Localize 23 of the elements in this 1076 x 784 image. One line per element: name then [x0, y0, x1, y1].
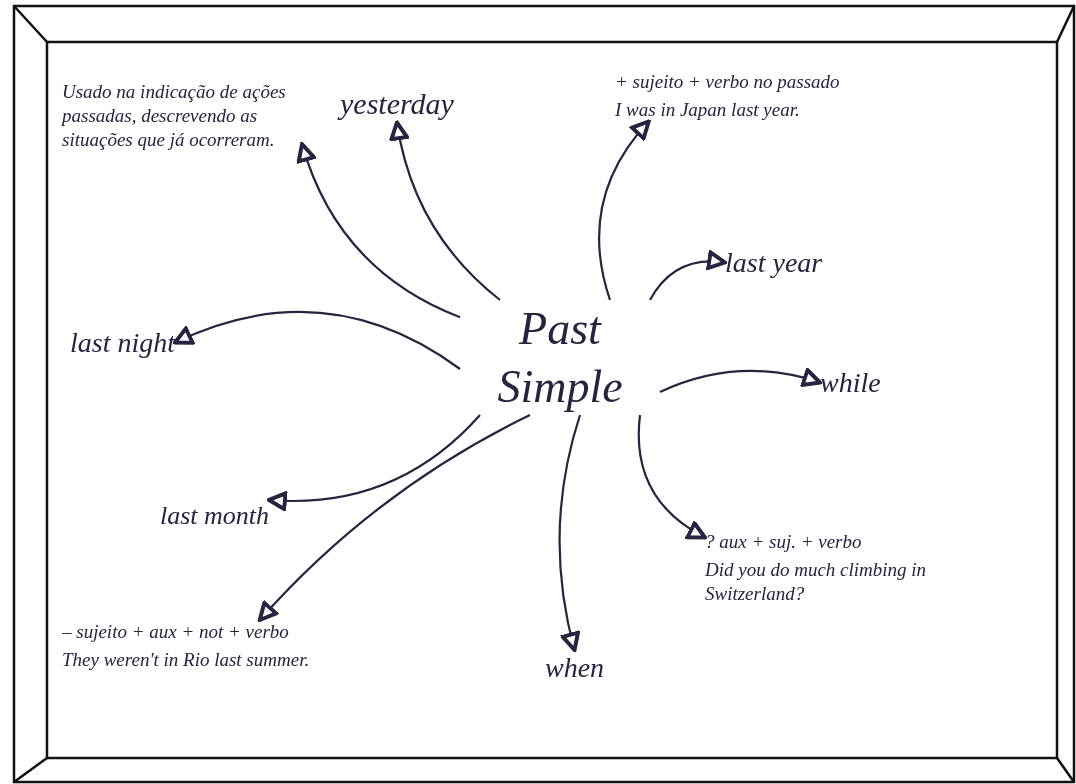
topic-text: – sujeito + aux + not + verbo: [62, 620, 290, 644]
curved-arrow: [173, 310, 461, 370]
curved-arrow: [558, 414, 582, 652]
topic-text: while: [820, 366, 881, 400]
curved-arrow: [389, 120, 501, 301]
topic-text: when: [545, 651, 605, 685]
curved-arrow: [267, 414, 481, 511]
central-topic: Past Simple: [496, 302, 624, 414]
curved-arrow: [649, 250, 727, 301]
topic-text: Usado na indicação de ações passadas, descrevendo as situações que já ocorreram.: [62, 80, 287, 152]
topic-text: last year: [725, 246, 823, 280]
topic-text: last night: [70, 326, 175, 360]
curved-arrow: [297, 142, 461, 319]
topic-text: ? aux + suj. + verbo: [705, 530, 863, 554]
topic-text: They weren't in Rio last summer.: [62, 647, 310, 672]
curved-arrow: [637, 414, 707, 540]
topic-text: + sujeito + verbo no passado: [615, 70, 840, 94]
topic-text: last month: [160, 500, 270, 532]
curved-arrow: [659, 368, 822, 393]
curved-arrow: [598, 119, 651, 301]
topic-text: I was in Japan last year.: [615, 97, 801, 122]
topic-text: Did you do much climbing in Switzerland?: [705, 557, 928, 606]
curved-arrow: [257, 414, 531, 622]
